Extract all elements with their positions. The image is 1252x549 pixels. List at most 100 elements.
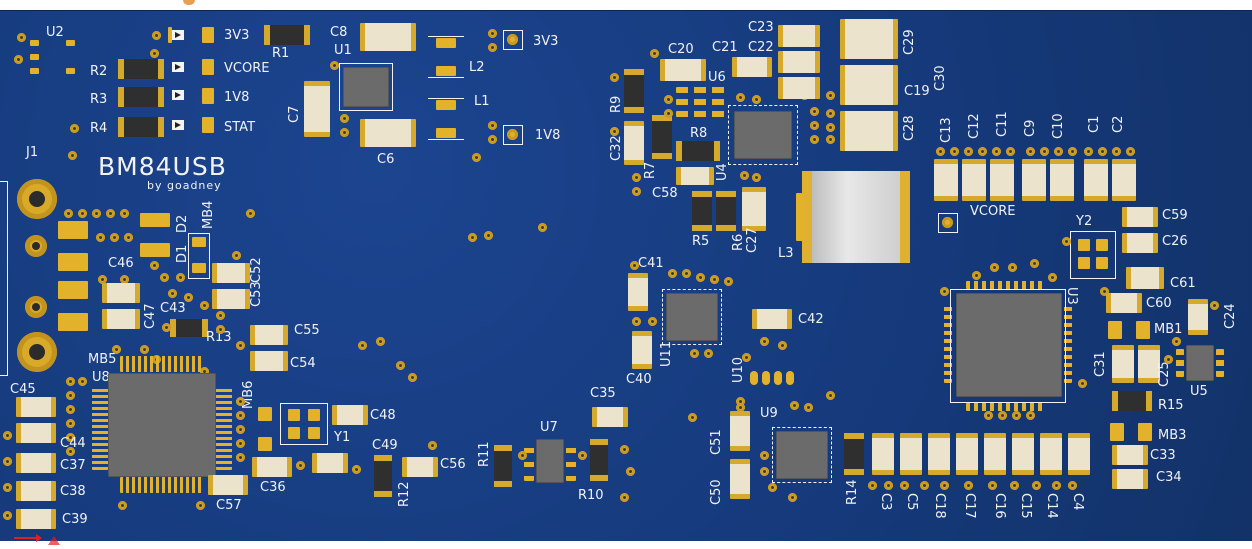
- via: [1172, 337, 1181, 346]
- via: [236, 411, 245, 420]
- y2-pad: [1078, 257, 1090, 269]
- via: [964, 481, 973, 490]
- inductor-l2: [428, 36, 464, 78]
- capacitor-c21: [732, 57, 772, 77]
- y1-pad: [308, 409, 320, 421]
- label-c19: C19: [904, 84, 930, 99]
- capacitor-c4: [1068, 433, 1090, 475]
- via: [826, 91, 835, 100]
- via: [120, 275, 129, 284]
- usb-shield-hole: [25, 235, 47, 257]
- label-c36: C36: [260, 480, 286, 495]
- via: [376, 337, 385, 346]
- capacitor-c6: [360, 119, 416, 147]
- label-c6: C6: [377, 152, 395, 167]
- via: [66, 377, 75, 386]
- via: [790, 401, 799, 410]
- ic-u3: [956, 293, 1062, 397]
- via: [1054, 147, 1063, 156]
- label-u5: U5: [1190, 384, 1208, 399]
- mb4-pad: [192, 237, 206, 247]
- label-y2: Y2: [1076, 214, 1093, 229]
- via: [1062, 237, 1071, 246]
- capacitor-c37: [16, 453, 56, 473]
- label-c32: C32: [609, 135, 624, 161]
- ic-u1: [343, 67, 389, 107]
- capacitor-c54: [250, 351, 288, 371]
- capacitor-c5: [900, 433, 922, 475]
- via: [110, 233, 119, 242]
- label-c29: C29: [902, 29, 917, 55]
- label-c59: C59: [1162, 208, 1188, 223]
- u8-pins-top: [120, 356, 204, 372]
- label-c10: C10: [1051, 113, 1066, 139]
- u10-pad: [786, 371, 794, 385]
- via: [70, 124, 79, 133]
- label-r9: R9: [609, 95, 624, 113]
- via: [632, 317, 641, 326]
- label-c54: C54: [290, 356, 316, 371]
- resistor-r9: [624, 69, 644, 113]
- via: [120, 209, 129, 218]
- label-c58: C58: [652, 186, 678, 201]
- label-c4: C4: [1070, 493, 1085, 511]
- via: [1030, 259, 1039, 268]
- via: [710, 275, 719, 284]
- via: [246, 209, 255, 218]
- via: [66, 433, 75, 442]
- capacitor-c15: [1012, 433, 1034, 475]
- via: [704, 349, 713, 358]
- resistor-r5: [692, 191, 712, 231]
- via: [488, 43, 497, 52]
- via: [1126, 147, 1135, 156]
- via: [98, 275, 107, 284]
- label-c42: C42: [798, 312, 824, 327]
- y2-pad: [1096, 257, 1108, 269]
- resistor-r11: [494, 445, 512, 487]
- label-c50: C50: [709, 479, 724, 505]
- y1-pad: [288, 409, 300, 421]
- led-pad: [202, 27, 214, 43]
- inductor-l3: [802, 171, 910, 263]
- label-l3: L3: [778, 246, 794, 261]
- via: [396, 361, 405, 370]
- label-y1: Y1: [334, 430, 351, 445]
- u6-pins: [676, 99, 726, 105]
- via: [978, 147, 987, 156]
- l2-pad: [436, 66, 456, 76]
- label-c15: C15: [1018, 493, 1033, 519]
- label-c13: C13: [939, 117, 954, 143]
- u9-outline: [772, 427, 832, 483]
- via: [632, 187, 641, 196]
- via: [176, 273, 185, 282]
- via: [92, 209, 101, 218]
- capacitor-c61: [1126, 267, 1164, 289]
- label-r10: R10: [578, 488, 604, 503]
- via: [330, 61, 339, 70]
- capacitor-c36: [252, 457, 292, 477]
- via: [1006, 147, 1015, 156]
- via: [358, 341, 367, 350]
- via: [768, 483, 777, 492]
- capacitor-c13: [934, 159, 958, 201]
- led-1v8: [172, 90, 184, 100]
- via: [200, 367, 209, 376]
- label-u6: U6: [708, 70, 726, 85]
- label-mb5: MB5: [88, 352, 117, 367]
- via: [964, 147, 973, 156]
- label-c21: C21: [712, 40, 738, 55]
- ic-u8: [108, 373, 216, 477]
- label-c27: C27: [745, 227, 760, 253]
- capacitor-c16: [984, 433, 1006, 475]
- label-c45: C45: [10, 382, 36, 397]
- via: [760, 467, 769, 476]
- crystal-y2: [1070, 231, 1116, 279]
- u11-outline: [662, 289, 722, 345]
- capacitor-c48: [332, 405, 368, 425]
- label-u7: U7: [540, 420, 558, 435]
- via: [736, 93, 745, 102]
- usb-shield-hole: [17, 179, 57, 219]
- via: [1078, 379, 1087, 388]
- y1-pad: [308, 427, 320, 439]
- label-c11: C11: [995, 111, 1010, 137]
